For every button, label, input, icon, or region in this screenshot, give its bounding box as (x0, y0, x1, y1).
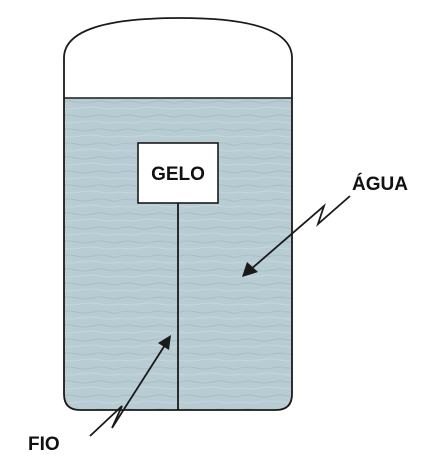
ice-label: GELO (151, 164, 205, 185)
wire-arrow-head (158, 335, 171, 350)
water-arrow-line (249, 195, 351, 271)
wire-label: FIO (28, 434, 60, 455)
water-arrow-head (242, 262, 258, 277)
water-label: ÁGUA (352, 173, 408, 195)
ice-block (137, 142, 219, 204)
wire-arrow-line (89, 344, 166, 437)
container-outline (63, 17, 293, 411)
